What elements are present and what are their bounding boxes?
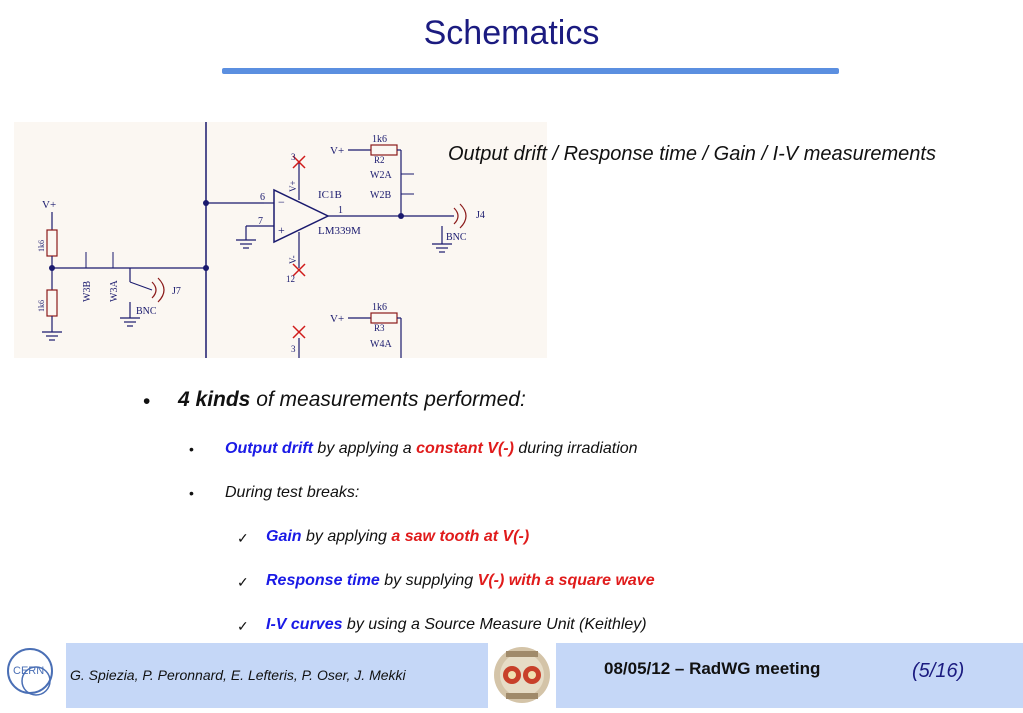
- svg-text:J7: J7: [172, 286, 181, 297]
- svg-text:W3A: W3A: [109, 280, 120, 302]
- cern-logo: CERN: [0, 643, 66, 708]
- lhc-dipole-logo: [488, 643, 556, 708]
- svg-text:7: 7: [258, 216, 263, 227]
- svg-text:CERN: CERN: [13, 665, 44, 677]
- bullet-gain: Gain by applying a saw tooth at V(-): [266, 528, 529, 546]
- gain-label: Gain: [266, 528, 302, 545]
- bullet-main-bold: 4 kinds: [178, 388, 251, 411]
- check-icon: ✓: [237, 574, 249, 590]
- bullet-main: • 4 kinds of measurements performed:: [143, 388, 526, 413]
- svg-text:W2B: W2B: [370, 190, 391, 201]
- gain-text: by applying: [301, 528, 392, 545]
- svg-text:J4: J4: [476, 210, 485, 221]
- output-drift-text: by applying a: [312, 440, 417, 457]
- iv-text: by using a Source Measure Unit (Keithley…: [342, 616, 647, 633]
- opamp-symbol: − +: [236, 150, 454, 277]
- output-drift-label: Output drift: [225, 440, 313, 457]
- svg-text:1: 1: [338, 205, 343, 216]
- iv-label: I-V curves: [266, 616, 343, 633]
- response-label: Response time: [266, 572, 380, 589]
- gain-highlight: a saw tooth at V(-): [391, 528, 530, 545]
- bullet-iv-curves: I-V curves by using a Source Measure Uni…: [266, 616, 647, 634]
- bullet-main-text: of measurements performed:: [250, 388, 526, 411]
- check-icon: ✓: [237, 618, 249, 634]
- bullet-output-drift: Output drift by applying a constant V(-)…: [225, 440, 638, 458]
- response-text: by supplying: [379, 572, 478, 589]
- check-icon: ✓: [237, 530, 249, 546]
- svg-text:V+: V+: [42, 199, 56, 211]
- footer-authors: G. Spiezia, P. Peronnard, E. Lefteris, P…: [70, 667, 406, 683]
- svg-text:BNC: BNC: [136, 306, 157, 317]
- bullet-test-breaks: During test breaks:: [225, 484, 360, 501]
- response-highlight: V(-) with a square wave: [477, 572, 655, 589]
- output-drift-highlight: constant V(-): [416, 440, 514, 457]
- svg-text:LM339M: LM339M: [318, 225, 361, 237]
- svg-text:V-: V-: [288, 255, 298, 264]
- svg-text:6: 6: [260, 192, 265, 203]
- svg-text:1k6: 1k6: [37, 300, 46, 312]
- svg-text:V+: V+: [330, 145, 344, 157]
- title-underline: [222, 68, 839, 74]
- svg-text:V+: V+: [288, 180, 298, 192]
- svg-text:−: −: [278, 195, 285, 209]
- footer-meeting: 08/05/12 – RadWG meeting: [604, 659, 821, 678]
- page-number: (5/16): [912, 660, 965, 682]
- svg-text:3: 3: [291, 344, 296, 354]
- svg-text:V+: V+: [330, 313, 344, 325]
- svg-text:+: +: [278, 223, 285, 237]
- bullet-dot: •: [143, 390, 151, 413]
- svg-text:12: 12: [286, 274, 295, 284]
- output-drift-tail: during irradiation: [513, 440, 638, 457]
- bullet-dot: •: [189, 441, 194, 457]
- svg-text:1k6: 1k6: [372, 134, 387, 145]
- svg-text:W2A: W2A: [370, 170, 392, 181]
- bullet-response-time: Response time by supplying V(-) with a s…: [266, 572, 655, 590]
- slide-title: Schematics: [423, 14, 600, 52]
- svg-text:1k6: 1k6: [372, 302, 387, 313]
- svg-text:R2: R2: [374, 155, 385, 165]
- schematic-image: − + 6 7 1 IC1B LM339M V+ V- 3 12 V+: [14, 122, 547, 358]
- svg-text:1k6: 1k6: [37, 240, 46, 252]
- svg-text:BNC: BNC: [446, 232, 467, 243]
- svg-text:R3: R3: [374, 323, 385, 333]
- svg-text:IC1B: IC1B: [318, 189, 342, 201]
- svg-text:W4A: W4A: [370, 339, 392, 350]
- bullet-dot: •: [189, 485, 194, 501]
- schematic-caption: Output drift / Response time / Gain / I-…: [448, 143, 936, 165]
- svg-text:3: 3: [291, 152, 296, 162]
- svg-text:W3B: W3B: [82, 281, 93, 302]
